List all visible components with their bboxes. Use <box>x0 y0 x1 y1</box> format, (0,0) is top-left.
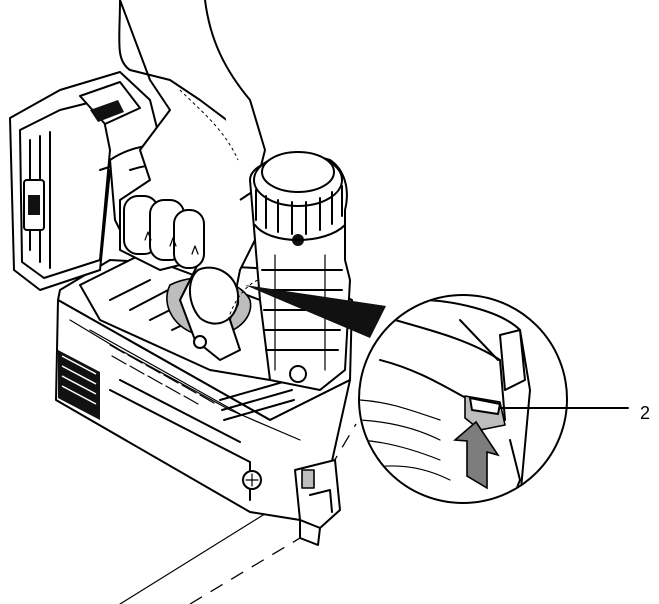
magnifier-cone <box>245 285 386 338</box>
nose-piece <box>294 459 341 546</box>
detail-circle <box>358 294 629 504</box>
arrow-up-icon <box>453 420 500 490</box>
body-slots <box>109 344 215 405</box>
callout-number: 2 <box>640 403 651 423</box>
adjustment-column <box>193 151 351 391</box>
vent-grille <box>58 350 100 420</box>
